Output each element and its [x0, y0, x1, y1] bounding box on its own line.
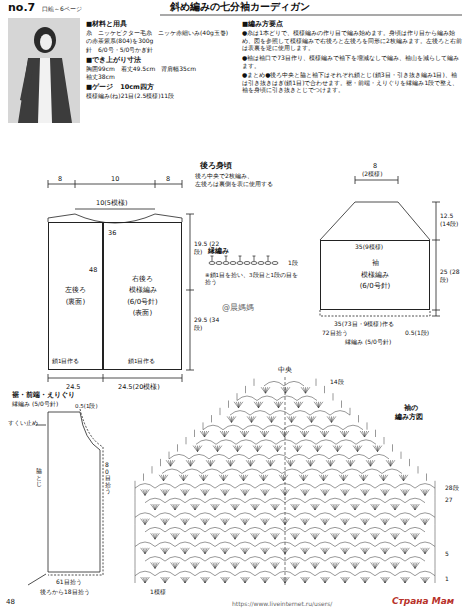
pattern-piece: 左後ろ (裏面) — [48, 222, 103, 370]
pattern-label: 模様編み(ね)21目(2.5模様)11段 — [86, 92, 174, 100]
pattern-label: 口絵～6ページ — [42, 5, 82, 13]
pattern-label: ■でき上がり寸法 — [86, 56, 141, 64]
front-edging-schematic — [28, 409, 103, 585]
center-line — [285, 377, 286, 586]
piece-label: (裏面) — [66, 298, 85, 306]
pattern-label: 針 6/0号・5/0号かぎ針 — [86, 46, 153, 54]
pattern-label: 1段 — [288, 259, 298, 267]
pattern-label: 35(9模様) — [355, 243, 383, 251]
pattern-label: 8 — [373, 162, 377, 170]
pattern-label: 1模様 — [150, 588, 166, 596]
pattern-piece: 袖模様編み (6/0号針) — [320, 240, 430, 310]
pattern-label: 61目拾う — [56, 578, 82, 586]
pattern-label: 0.5(1段) — [405, 329, 429, 337]
pattern-label: ■ゲージ 10cm四方 — [86, 83, 154, 91]
pattern-label: 縁編み (5/0号針) — [345, 338, 391, 346]
pattern-label: 糸 ニッケビクター毛糸 ニッケ赤細いみ(40g玉巻)の赤茶紫系(804)を300… — [86, 29, 234, 44]
pattern-label: Страна Мам — [392, 596, 454, 607]
pattern-label: 中央 — [278, 366, 292, 374]
pattern-label: 12.5 (14段) — [440, 212, 464, 227]
piece-label: 右後ろ — [132, 275, 153, 283]
pattern-label: https://www.liveinternet.ru/users/ — [232, 600, 332, 608]
pattern-label: 袖の — [404, 404, 418, 413]
pattern-label: 後ろ中央で2枚編み、 — [195, 172, 253, 180]
pattern-label: 48 — [89, 266, 97, 274]
pattern-label: 鎖1目作る — [52, 358, 80, 365]
pattern-label: 8 — [58, 175, 62, 183]
pattern-label: no.7 — [8, 1, 35, 15]
pattern-label: 脇とじ — [36, 468, 42, 488]
sleeve-stitch-chart — [135, 379, 435, 583]
pattern-label: @晨媽媽 — [222, 303, 254, 313]
pattern-label: 10 — [111, 175, 119, 183]
sleeve-schematic — [320, 176, 440, 316]
pattern-label: 48 — [6, 598, 15, 607]
pattern-label: 24.5(20模様) — [118, 383, 160, 391]
pattern-label: 14段 — [330, 378, 344, 386]
pattern-label: 1 — [445, 575, 449, 583]
pattern-label: 24.5 — [66, 383, 80, 391]
piece-label: 袖 — [372, 259, 379, 267]
pattern-label: 0.5(1段) — [75, 403, 98, 410]
pattern-label: 縁編み — [208, 247, 229, 255]
edging-chart — [209, 256, 278, 265]
model-photo — [8, 18, 80, 123]
pattern-label: 35(73目・9模様)作る — [334, 320, 394, 328]
pattern-label: 27 — [445, 496, 453, 504]
pattern-label: ●袖は袖口で73目作り、模様編みで袖下を増減なしで編み、袖山を減らして編みます。 — [242, 54, 462, 69]
pattern-label: (2模様) — [362, 170, 383, 178]
pattern-label: 29.5 (34段) — [194, 316, 224, 331]
pattern-label: ●糸は1本どりで、模様編みの作り目で編み始めます。身頃は作り目から編み始め、図を… — [242, 29, 462, 52]
title-rule — [160, 14, 462, 15]
pattern-label: 72目拾う — [322, 329, 348, 337]
pattern-label: 袖丈38cm — [86, 73, 115, 81]
back-body-schematic — [48, 180, 194, 382]
piece-label: (6/0号針) — [360, 282, 391, 290]
pattern-label: ●まとめ●後ろ中央と脇と袖下はそれぞれ鎖とじ(鎖3目・引き抜き編み1目)、袖は引… — [242, 71, 462, 94]
pattern-label: 鎖1目作る — [128, 358, 156, 365]
piece-label: 模様編み — [129, 286, 157, 294]
pattern-label: 胸囲99cm 着丈49.5cm 背肩幅35cm — [86, 65, 196, 73]
pattern-piece: 右後ろ模様編み (6/0号針) (表面) — [103, 222, 182, 370]
pattern-label: 後ろ身頃 — [200, 161, 232, 171]
pattern-label: 10(5模様) — [96, 199, 127, 207]
pattern-label: ■編み方要点 — [242, 20, 283, 28]
piece-label: (6/0号針) — [127, 298, 158, 306]
pattern-label: 8 — [166, 175, 170, 183]
pattern-label: 36 — [108, 229, 116, 237]
piece-label: 模様編み — [361, 271, 389, 279]
page-title: 斜め編みの七分袖カーディガン — [170, 1, 310, 14]
pattern-label: 28段 — [445, 484, 459, 492]
pattern-label: すくい止め — [8, 420, 38, 427]
piece-label: (表面) — [133, 309, 152, 317]
pattern-label: 裾・前端・えりぐり — [12, 391, 75, 399]
pattern-label: 80目拾う — [105, 462, 111, 495]
pattern-label: ■材料と用具 — [86, 20, 127, 28]
pattern-label: 縁編み (5/0号針) — [12, 400, 58, 408]
pattern-label: 5 — [445, 550, 449, 558]
pattern-label: 25 (28段) — [440, 268, 464, 283]
pattern-label: 左後ろは裏側を表に使用する — [195, 180, 273, 188]
pattern-label: 編み方図 — [395, 413, 423, 422]
pattern-label: 後ろから18目拾う — [40, 588, 90, 596]
pattern-label: ※鎖1目を拾い、3段目と1段の目を拾う — [205, 272, 300, 286]
piece-label: 左後ろ — [65, 286, 86, 294]
